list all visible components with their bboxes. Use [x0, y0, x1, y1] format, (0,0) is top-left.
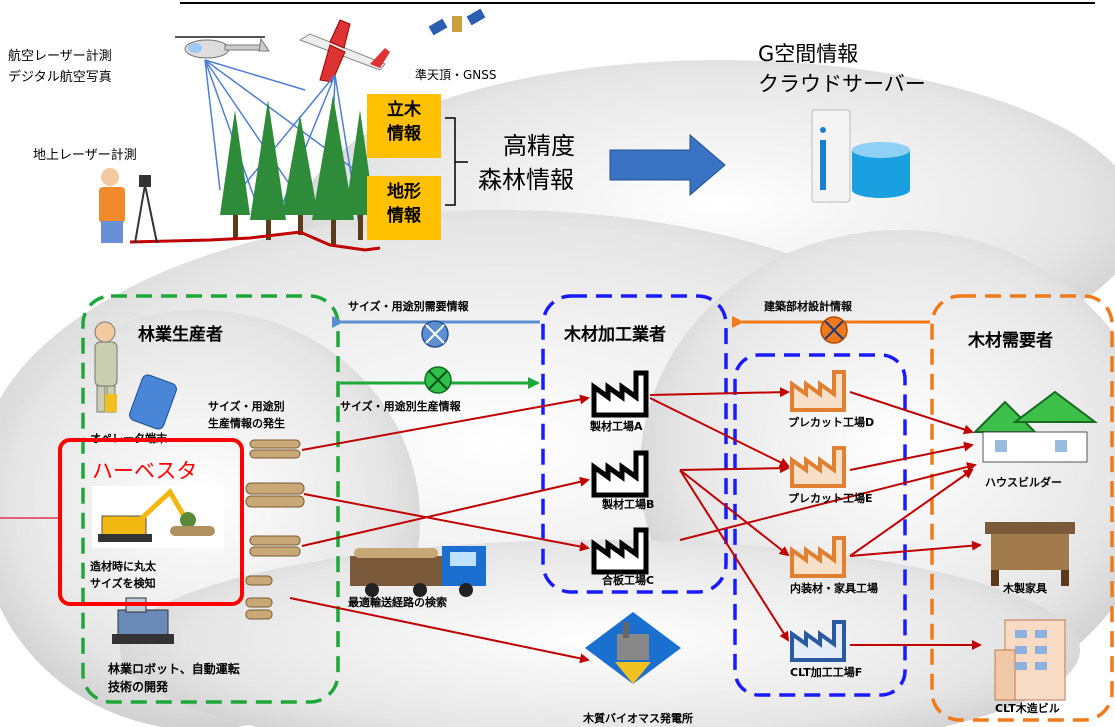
cloud-server-label-2: クラウドサーバー	[758, 72, 926, 96]
clt-factory-label: CLT加工工場F	[790, 666, 863, 679]
factory-clt-icon	[790, 620, 846, 662]
consumer-group-frame	[930, 294, 1114, 722]
demand-info-label: サイズ・用途別需要情報	[348, 300, 469, 313]
precut-e-label: プレカット工場E	[788, 492, 873, 505]
high-precision-label-1: 高精度	[503, 132, 575, 160]
biomass-plant-icon	[585, 612, 681, 684]
high-precision-label-2: 森林情報	[478, 166, 574, 194]
factory-c-icon	[591, 527, 649, 575]
standing-tree-info-box: 立木 情報	[367, 94, 441, 158]
sawmill-a-label: 製材工場A	[590, 420, 643, 433]
database-icon	[852, 142, 910, 198]
satellite-icon	[428, 8, 486, 36]
gnss-label: 準天頂・GNSS	[415, 68, 497, 82]
precut-d-label: プレカット工場D	[788, 416, 875, 429]
forestry-worker-icon	[94, 321, 118, 413]
house-icon	[972, 390, 1098, 463]
biomass-plant-label: 木質バイオマス発電所	[583, 712, 693, 725]
factory-e-icon	[790, 446, 846, 488]
production-info-label: サイズ・用途別生産情報	[340, 400, 461, 413]
robot-label-2: 技術の開発	[108, 680, 169, 694]
aerial-survey-label-2: デジタル航空写真	[8, 70, 112, 85]
plywood-c-label: 合板工場C	[602, 574, 655, 587]
secondary-processor-frame	[733, 353, 907, 697]
size-generation-label-2: 生産情報の発生	[208, 417, 285, 430]
terrain-info-box: 地形 情報	[367, 176, 441, 240]
consumer-heading: 木材需要者	[968, 331, 1053, 351]
producer-heading: 林業生産者	[138, 325, 223, 345]
standing-tree-line-2: 情報	[387, 124, 421, 144]
truck-icon	[350, 546, 486, 597]
terrain-line-1: 地形	[387, 182, 421, 202]
sawmill-b-label: 製材工場B	[602, 498, 655, 511]
standing-tree-line-1: 立木	[387, 100, 421, 120]
transport-label: 最適輸送経路の検索	[348, 596, 447, 609]
harvester-icon	[92, 486, 224, 548]
big-arrow-to-cloud	[609, 133, 726, 197]
wood-furniture-icon	[985, 522, 1075, 586]
factory-a-icon	[591, 370, 649, 418]
processor-group-frame	[541, 294, 728, 594]
factory-b-icon	[591, 450, 649, 498]
clt-building-icon	[994, 619, 1066, 701]
server-icon	[811, 109, 851, 203]
aerial-survey-label-1: 航空レーザー計測	[8, 49, 112, 64]
cloud-server-label-1: G空間情報	[758, 42, 859, 66]
producer-group-frame	[81, 294, 340, 704]
harvester-caption-2: サイズを検知	[90, 577, 156, 590]
harvester-label: ハーベスタ	[92, 459, 198, 483]
robot-label-1: 林業ロボット、自動運転	[108, 662, 240, 676]
interior-factory-label: 内装材・家具工場	[790, 582, 878, 595]
ground-laser-label: 地上レーザー計測	[33, 148, 137, 163]
supply-chain-arrows	[289, 387, 982, 664]
processor-heading: 木材加工業者	[564, 325, 666, 345]
wood-furniture-label: 木製家具	[1003, 582, 1047, 595]
factory-interior-icon	[790, 536, 846, 578]
harvester-highlight-frame	[58, 438, 244, 606]
clt-building-label: CLT木造ビル	[995, 702, 1060, 715]
tablet-icon	[129, 374, 177, 430]
harvester-caption-1: 造材時に丸太	[90, 560, 156, 573]
house-builder-label: ハウスビルダー	[985, 476, 1062, 489]
factory-d-icon	[790, 370, 846, 412]
terrain-line-2: 情報	[387, 206, 421, 226]
helicopter-icon	[175, 36, 270, 59]
size-generation-label-1: サイズ・用途別	[208, 400, 285, 413]
airplane-icon	[298, 19, 390, 83]
log-pile-icon	[245, 439, 305, 620]
building-info-label: 建築部材設計情報	[764, 300, 852, 313]
surveyor-icon	[99, 168, 158, 244]
